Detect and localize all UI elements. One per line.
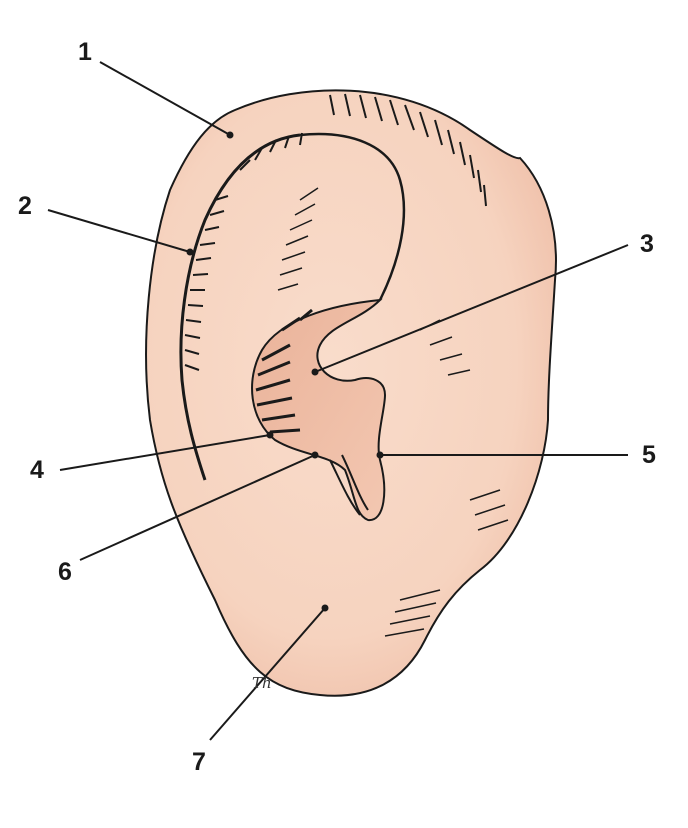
leader-dot-2 [186,248,194,256]
upper-hatching [329,93,487,207]
label-7: 7 [192,748,206,776]
helix-inner-ridge [299,132,406,301]
helix-hatching [184,132,303,371]
label-5: 5 [642,441,656,469]
leader-dot-4 [266,431,274,439]
leader-dot-1 [226,131,234,139]
label-4: 4 [30,456,44,484]
artist-signature: Th [252,674,272,692]
leader-dot-5 [376,451,384,459]
leader-lines [47,61,629,741]
leader-line-4 [59,434,271,471]
leader-line-3 [314,244,629,373]
tragus-detail [329,454,369,516]
leader-line-6 [79,454,316,561]
label-6: 6 [58,558,72,586]
leader-line-7 [209,607,326,741]
label-2: 2 [18,192,32,220]
leader-dot-7 [321,604,329,612]
helix-ridge [179,133,301,481]
concha-bowl [251,298,387,522]
leader-line-1 [99,61,231,136]
label-1: 1 [78,38,92,66]
leader-dot-6 [311,451,319,459]
leader-dot-3 [311,368,319,376]
leader-line-2 [47,209,191,253]
concha-hatching [255,308,313,434]
leader-dots [186,131,384,612]
lobe-hatching [384,489,509,637]
label-3: 3 [640,230,654,258]
